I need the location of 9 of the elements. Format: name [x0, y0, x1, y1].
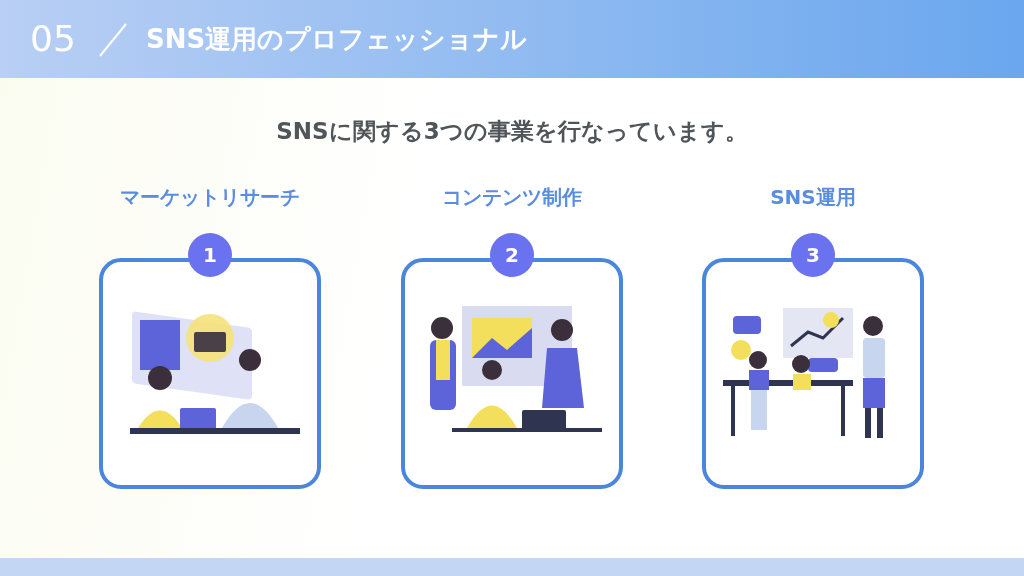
section-number: 05: [30, 18, 76, 59]
number-badge: 1: [188, 233, 232, 277]
column-heading: マーケットリサーチ: [119, 184, 301, 211]
column-heading: SNS運用: [769, 184, 857, 211]
subtitle: SNSに関する3つの事業を行なっています。: [275, 117, 749, 146]
page-title: SNS運用のプロフェッショナル: [146, 23, 528, 56]
number-badge: 2: [490, 233, 534, 277]
number-badge: 3: [791, 233, 835, 277]
column-heading: コンテンツ制作: [441, 184, 583, 211]
